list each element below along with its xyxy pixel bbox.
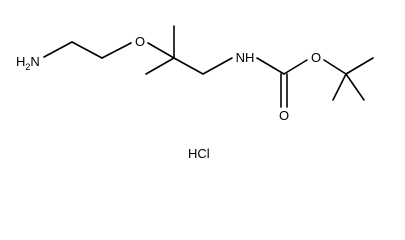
amine-label: H2N — [16, 54, 40, 72]
atom-label-layer: H2N O NH O O — [16, 34, 321, 123]
bond-ch2-nh — [202, 57, 233, 75]
bond-ester-o-tert-c — [323, 59, 347, 75]
bond-layer — [43, 25, 374, 108]
bond-quaternary-c-methyl-left — [145, 57, 175, 75]
bond-tert-c-methyl-down-right — [345, 73, 365, 101]
bond-ch2-ch2 — [71, 41, 103, 59]
bond-ether-o-quaternary-c — [147, 42, 175, 59]
ester-oxygen-label: O — [311, 50, 321, 65]
bond-quaternary-c-ch2 — [173, 57, 204, 75]
bond-nh-carbonyl-c — [256, 57, 285, 75]
bond-carbonyl-c-ester-o — [283, 59, 308, 75]
bond-tert-c-methyl-up — [345, 57, 374, 75]
bond-tert-c-methyl-down-left — [332, 73, 347, 101]
bond-ch2-ether-o — [101, 42, 132, 59]
carbonyl-oxygen-label: O — [279, 108, 289, 123]
bond-n-ch2 — [43, 41, 73, 58]
hydrochloride-salt-label: HCl — [188, 146, 210, 161]
chemical-structure-diagram: H2N O NH O O HCl — [16, 25, 374, 161]
ether-oxygen-label: O — [135, 34, 145, 49]
carbamate-nitrogen-label: NH — [236, 50, 255, 65]
